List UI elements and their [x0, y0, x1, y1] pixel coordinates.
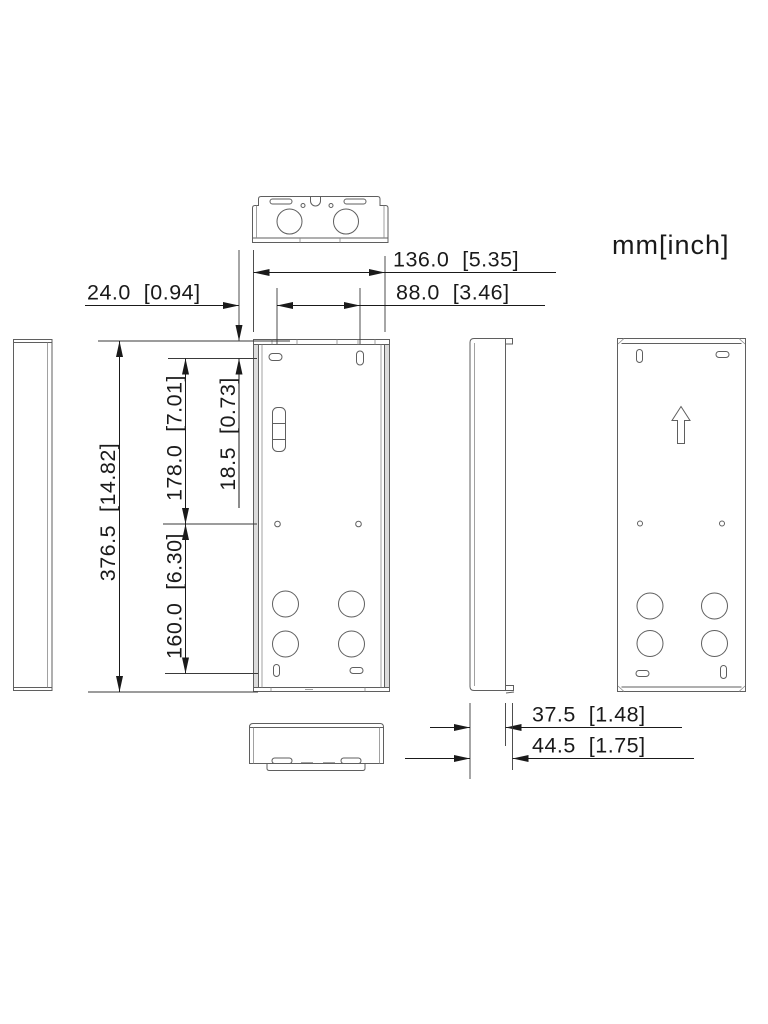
orientation-up-arrow-icon	[671, 405, 691, 444]
bottom-lip	[266, 763, 366, 771]
bottom-tab	[505, 685, 514, 691]
anchor-slot-vertical	[273, 664, 280, 677]
back-view	[617, 338, 746, 692]
top-tab	[505, 338, 513, 345]
anchor-slot-horizontal	[715, 351, 730, 358]
dim-label-anchor-spacing: 88.0 [3.46]	[396, 281, 510, 305]
bottom-view-outline	[249, 723, 384, 764]
top-view-outline	[252, 196, 389, 243]
right-side-view	[469, 338, 515, 694]
dim-label-lower-hole-span: 160.0 [6.30]	[163, 533, 187, 659]
knockout-hole	[272, 630, 299, 658]
mount-slot	[343, 198, 367, 205]
front-view-outline	[253, 339, 390, 692]
screw-hole	[637, 520, 643, 527]
dim-top-width: 136.0 [5.35]	[253, 248, 556, 332]
screw-hole	[274, 520, 281, 528]
dim-top-slot-offset: 18.5 [0.73]	[216, 358, 243, 508]
lip-slot	[271, 757, 293, 764]
screw-hole	[355, 520, 362, 528]
knockout-hole	[636, 630, 664, 657]
knockout-hole	[338, 630, 365, 658]
dim-label-top-slot-offset: 18.5 [0.73]	[216, 377, 240, 491]
dim-label-overall-height: 376.5 [14.82]	[96, 443, 120, 582]
anchor-slot-horizontal	[635, 670, 650, 677]
center-notch	[310, 196, 321, 207]
dim-upper-hole-span: 178.0 [7.01]	[163, 358, 257, 525]
left-side-outline	[13, 339, 53, 691]
units-label: mm[inch]	[612, 230, 730, 260]
anchor-slot-vertical	[636, 349, 643, 363]
dim-body-depth: 37.5 [1.48]	[430, 703, 682, 779]
knockout-hole	[333, 208, 359, 235]
knockout-hole	[276, 208, 303, 235]
dim-lower-hole-span: 160.0 [6.30]	[163, 524, 258, 674]
dim-anchor-spacing: 88.0 [3.46]	[276, 281, 545, 344]
right-side-outline	[469, 338, 506, 691]
knockout-hole	[701, 630, 728, 657]
anchor-slot-vertical	[720, 665, 727, 679]
dim-label-overall-depth: 44.5 [1.75]	[532, 734, 646, 758]
dim-label-upper-hole-span: 178.0 [7.01]	[163, 375, 187, 501]
screw-hole	[300, 203, 306, 208]
dim-label-left-offset: 24.0 [0.94]	[87, 281, 201, 305]
dim-overall-height: 376.5 [14.82]	[88, 340, 290, 693]
dim-left-offset: 24.0 [0.94]	[85, 250, 243, 341]
anchor-slot-vertical	[356, 350, 364, 366]
back-view-outline	[617, 338, 746, 692]
anchor-slot-horizontal	[268, 353, 283, 361]
knockout-hole	[272, 590, 299, 618]
dim-label-body-depth: 37.5 [1.48]	[532, 703, 646, 727]
screw-hole	[719, 520, 725, 527]
knockout-hole	[636, 592, 664, 620]
screw-hole	[328, 203, 334, 208]
top-view	[252, 196, 389, 243]
front-view	[253, 339, 390, 692]
anchor-slot-horizontal	[349, 667, 364, 674]
knockout-hole	[701, 592, 728, 620]
lip-slot	[340, 757, 362, 764]
knockout-hole	[338, 590, 365, 618]
mount-slot	[269, 198, 293, 205]
dim-overall-depth: 44.5 [1.75]	[405, 703, 694, 770]
cable-knockout-strip	[272, 407, 286, 452]
bottom-view	[249, 723, 384, 771]
left-side-view	[13, 339, 53, 691]
dim-label-top-width: 136.0 [5.35]	[393, 248, 519, 272]
